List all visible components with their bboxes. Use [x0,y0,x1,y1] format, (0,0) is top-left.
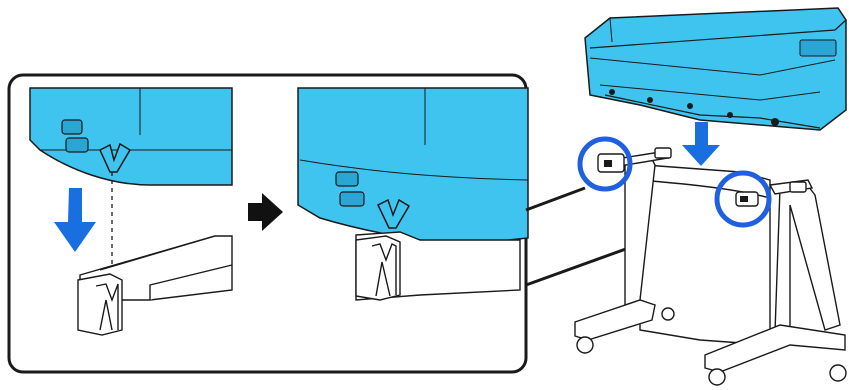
callout-pointer-upper [526,188,585,210]
printer-body [585,8,846,130]
caster-wheel [830,365,846,381]
caster-wheel [662,308,674,320]
printer [585,8,846,130]
printer-underside-after [298,88,528,245]
printer-stand [575,148,846,385]
stand-left-foot [575,300,655,340]
caster-wheel [709,369,725,385]
placement-down-arrow-icon [682,122,720,166]
stand-right-leg [775,182,840,332]
caster-wheel [577,337,593,353]
stand-bracket-after [356,232,520,300]
